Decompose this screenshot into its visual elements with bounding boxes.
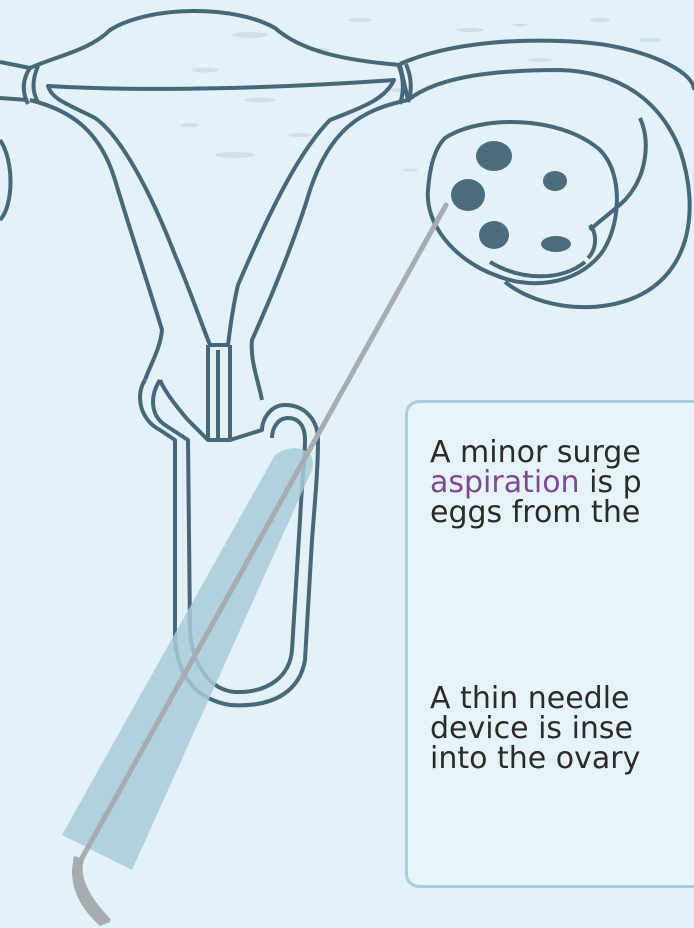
info-paragraph-needle: A thin needle device is inse into the ov… (430, 684, 694, 774)
follicles (451, 141, 571, 252)
info-paragraph-aspiration: A minor surge aspiration is p eggs from … (430, 438, 694, 528)
uterus-outer-outline (30, 11, 408, 400)
uterine-cavity (48, 80, 394, 345)
info-line: device is inse (430, 714, 694, 744)
follicle (476, 141, 512, 171)
info-line: A minor surge (430, 438, 694, 468)
follicle (451, 179, 485, 211)
follicle (543, 171, 567, 191)
cervical-canal (208, 345, 230, 440)
info-line: eggs from the (430, 498, 694, 528)
left-ovary-outline (0, 140, 11, 220)
follicle (479, 221, 509, 249)
info-line: A thin needle (430, 684, 694, 714)
follicle (541, 236, 571, 252)
info-line: into the ovary (430, 744, 694, 774)
info-line: aspiration is p (430, 468, 694, 498)
